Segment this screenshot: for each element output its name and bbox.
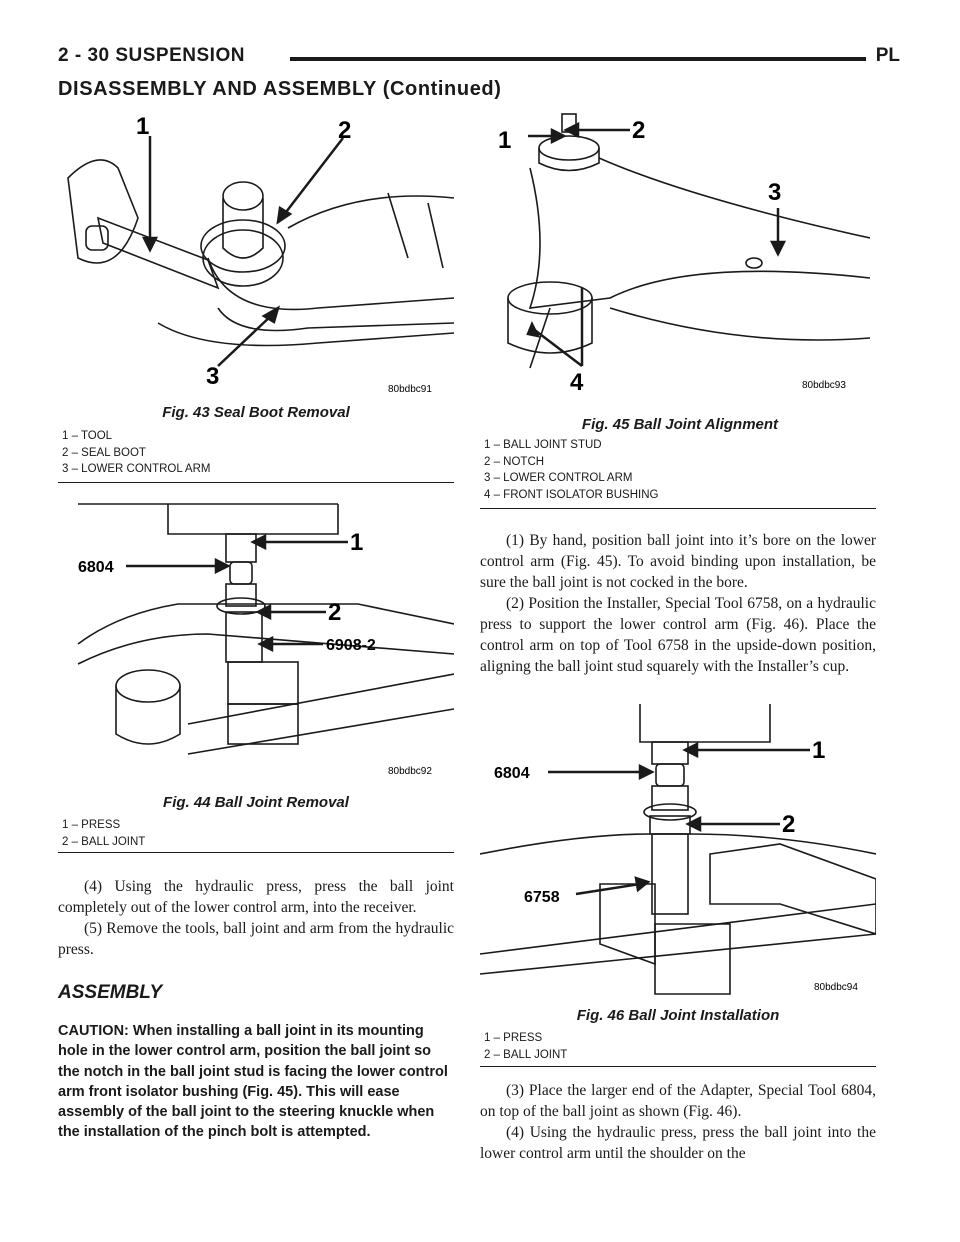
step-1-install: (1) By hand, position ball joint into it… xyxy=(480,532,876,591)
fig45-caption: Fig. 45 Ball Joint Alignment xyxy=(581,416,779,433)
fig43-legend-item: 2 – SEAL BOOT xyxy=(62,446,146,459)
step-5-remove: (5) Remove the tools, ball joint and arm… xyxy=(58,920,454,958)
fig43-legend-item: 3 – LOWER CONTROL ARM xyxy=(62,463,211,475)
fig45-legend-item: 2 – NOTCH xyxy=(484,455,545,468)
assembly-heading: ASSEMBLY xyxy=(58,982,163,1003)
fig43-legend-item: 1 – TOOL xyxy=(62,430,113,442)
fig43-callout-2: 2 xyxy=(338,117,351,144)
header-rule xyxy=(290,57,866,61)
figure-45-illustration: 1 2 3 4 80bdbc93 xyxy=(490,108,870,404)
fig43-caption: Fig. 43 Seal Boot Removal xyxy=(162,404,350,421)
figure-43-illustration: 1 2 3 80bdbc91 xyxy=(58,108,454,404)
fig46-image-id: 80bdbc94 xyxy=(814,982,858,993)
figure-46-illustration: 6804 1 2 6758 80bdbc94 xyxy=(480,704,876,1000)
page-header: 2 - 30 SUSPENSION PL xyxy=(58,45,900,75)
fig45-divider xyxy=(480,508,876,509)
fig44-tool-6908-2: 6908-2 xyxy=(326,637,376,654)
fig45-callout-2: 2 xyxy=(632,117,645,144)
fig44-tool-6804: 6804 xyxy=(78,559,114,576)
fig43-divider xyxy=(58,482,454,483)
page-number: 2 - 30 SUSPENSION xyxy=(58,45,245,66)
fig44-legend: 1 – PRESS 2 – BALL JOINT xyxy=(62,817,145,850)
fig46-legend: 1 – PRESS 2 – BALL JOINT xyxy=(484,1030,567,1063)
fig45-callout-4: 4 xyxy=(570,369,584,396)
fig45-callout-1: 1 xyxy=(498,127,511,154)
fig45-legend-item: 4 – FRONT ISOLATOR BUSHING xyxy=(484,488,659,501)
fig44-callout-1: 1 xyxy=(350,529,363,556)
fig46-divider xyxy=(480,1066,876,1067)
fig45-legend-item: 1 – BALL JOINT STUD xyxy=(484,439,602,451)
fig43-callout-3: 3 xyxy=(206,363,219,390)
fig43-legend: 1 – TOOL 2 – SEAL BOOT 3 – LOWER CONTROL… xyxy=(62,428,210,478)
step-4-remove: (4) Using the hydraulic press, press the… xyxy=(58,878,454,916)
fig46-legend-item: 1 – PRESS xyxy=(484,1032,543,1044)
fig43-image-id: 80bdbc91 xyxy=(388,384,432,395)
fig45-callout-3: 3 xyxy=(768,179,781,206)
fig46-tool-6804: 6804 xyxy=(494,765,530,782)
fig43-callout-1: 1 xyxy=(136,113,149,140)
right-column-text-bottom: (3) Place the larger end of the Adapter,… xyxy=(480,1080,876,1164)
model-code: PL xyxy=(875,45,900,66)
fig45-image-id: 80bdbc93 xyxy=(802,380,846,391)
fig46-caption: Fig. 46 Ball Joint Installation xyxy=(576,1007,780,1024)
fig46-tool-6758: 6758 xyxy=(524,889,560,906)
fig44-legend-item: 1 – PRESS xyxy=(62,819,121,831)
fig45-legend-item: 3 – LOWER CONTROL ARM xyxy=(484,472,633,484)
section-title: DISASSEMBLY AND ASSEMBLY (Continued) xyxy=(58,78,502,100)
figure-44-illustration: 6804 1 2 6908-2 80bdbc92 xyxy=(58,494,454,790)
fig44-image-id: 80bdbc92 xyxy=(388,766,432,777)
fig44-legend-item: 2 – BALL JOINT xyxy=(62,835,146,848)
fig44-caption: Fig. 44 Ball Joint Removal xyxy=(163,794,349,811)
left-column-text: (4) Using the hydraulic press, press the… xyxy=(58,876,454,960)
fig46-callout-1: 1 xyxy=(812,737,825,764)
step-3-install: (3) Place the larger end of the Adapter,… xyxy=(480,1082,876,1120)
fig46-callout-2: 2 xyxy=(782,811,795,838)
step-2-install: (2) Position the Installer, Special Tool… xyxy=(480,595,876,675)
fig45-legend: 1 – BALL JOINT STUD 2 – NOTCH 3 – LOWER … xyxy=(484,437,658,503)
fig46-legend-item: 2 – BALL JOINT xyxy=(484,1048,568,1061)
fig44-callout-2: 2 xyxy=(328,599,341,626)
caution-note: CAUTION: When installing a ball joint in… xyxy=(58,1023,448,1141)
fig44-divider xyxy=(58,852,454,853)
right-column-text-top: (1) By hand, position ball joint into it… xyxy=(480,530,876,677)
step-4-install: (4) Using the hydraulic press, press the… xyxy=(480,1124,876,1162)
